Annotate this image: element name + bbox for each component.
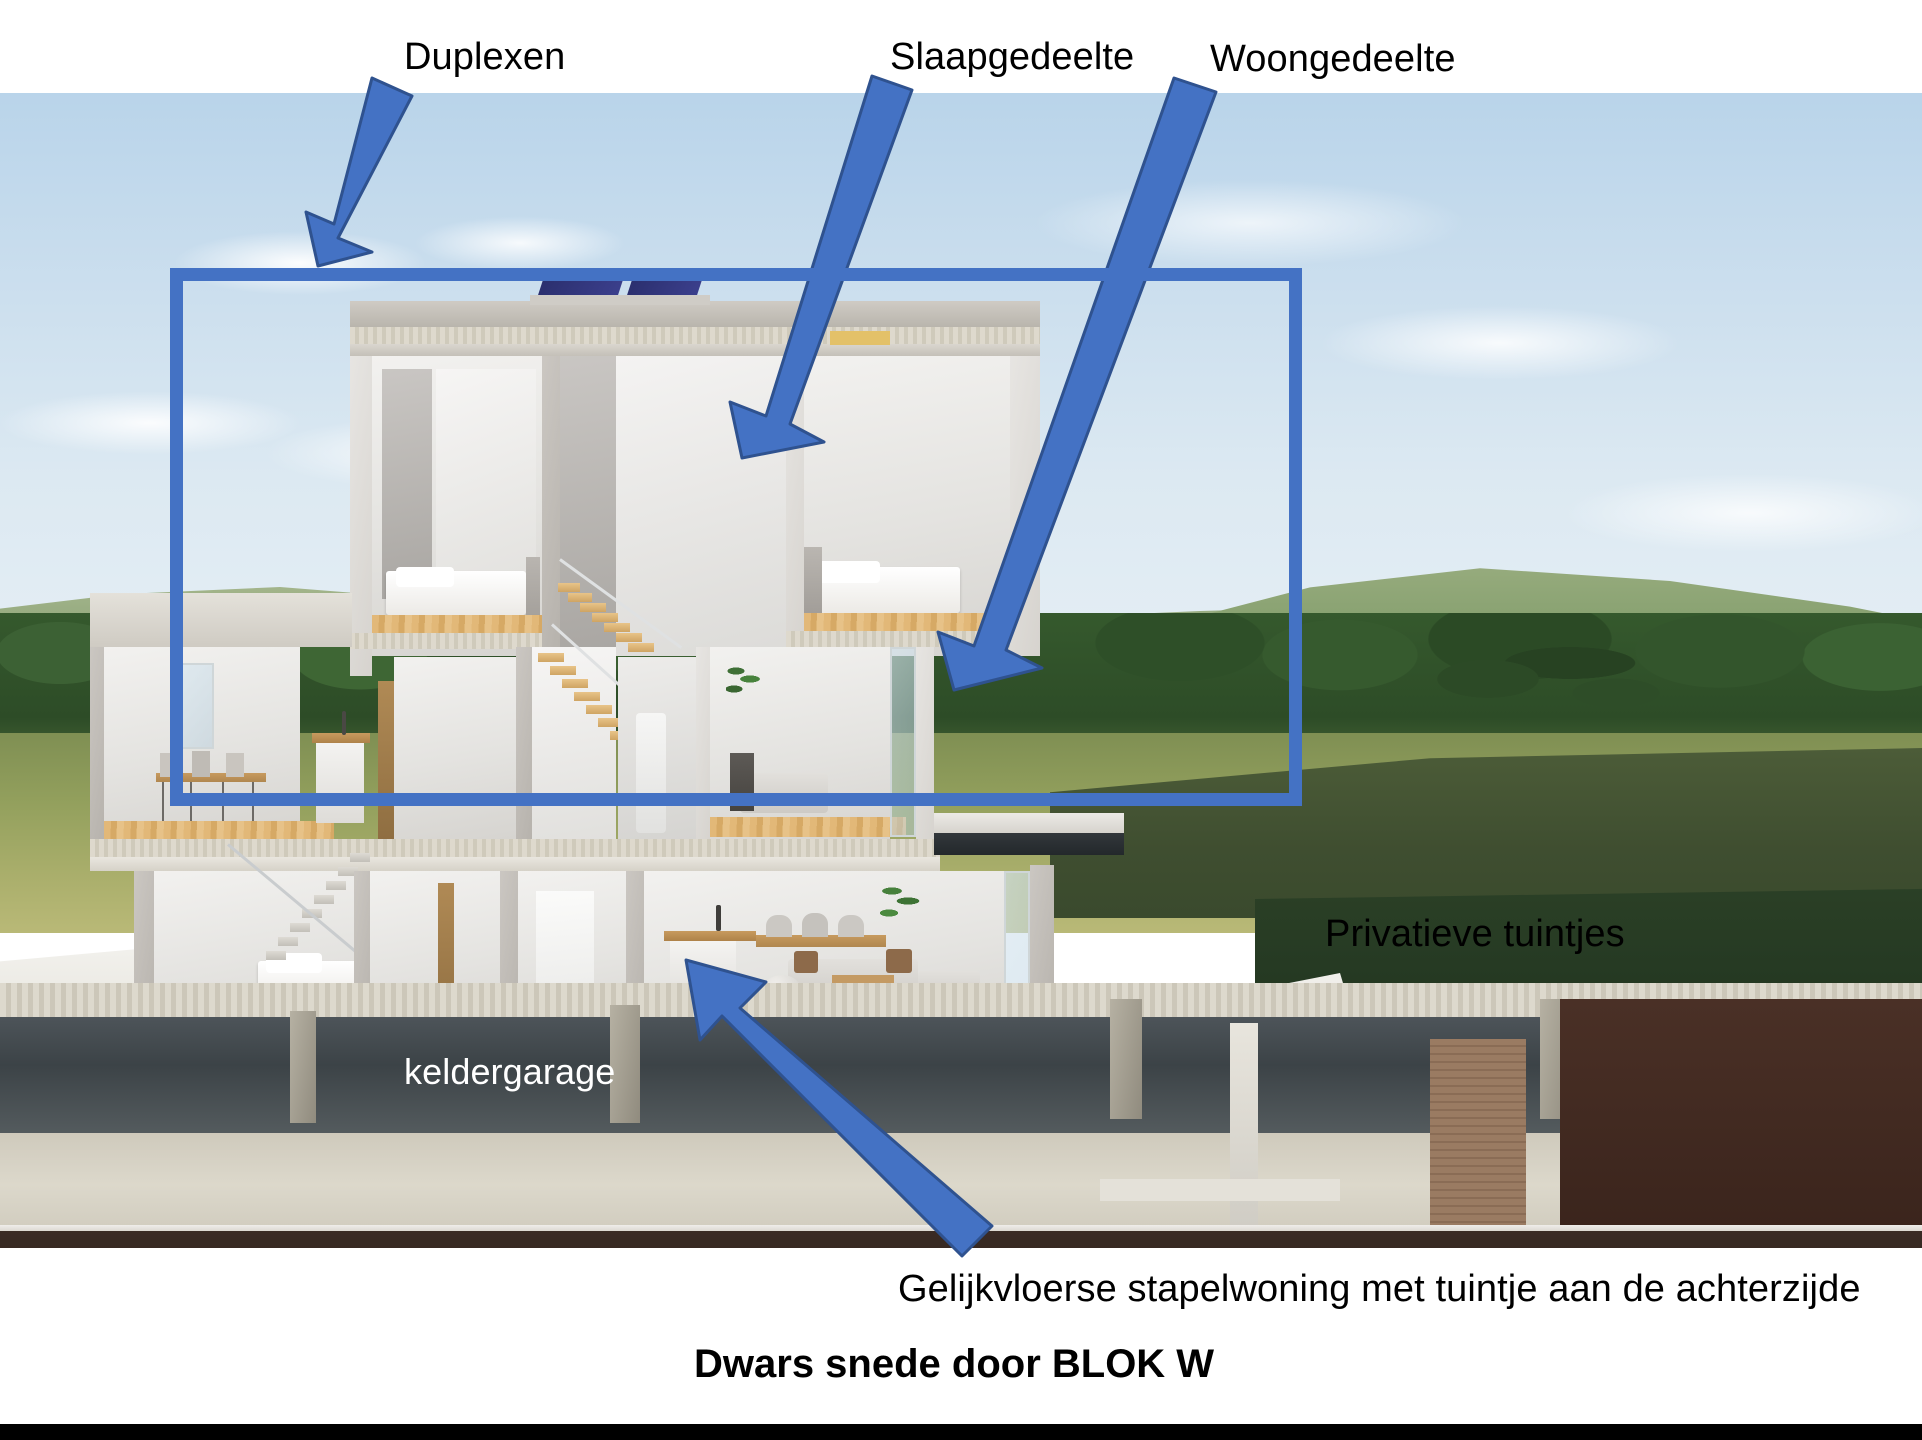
mid-left-canopy [90, 593, 352, 647]
mid-living-partition [696, 647, 710, 847]
chair-leg [190, 782, 192, 822]
large-tree [1430, 633, 1660, 773]
mid-right-wall [916, 647, 934, 847]
floor-upper-left [372, 615, 542, 633]
site-earth-strip [0, 1231, 1922, 1248]
armchair-mid [730, 753, 754, 811]
pillow-upper-left [396, 567, 454, 587]
slab-edge-upper-right [786, 631, 1040, 647]
mid-door-frame[interactable] [378, 681, 394, 839]
basement-column [610, 1005, 640, 1123]
basement-access-slab [1100, 1179, 1340, 1201]
kitchen-faucet [342, 711, 346, 735]
mid-core-wall [516, 647, 532, 847]
mid-right-terrace-roof [934, 813, 1124, 833]
chair-leg [252, 782, 254, 822]
mid-glass-facade[interactable] [890, 647, 916, 837]
boiler-unit [636, 713, 666, 833]
dining-table [156, 773, 266, 782]
basement-column [1110, 999, 1142, 1119]
floor-mid-left [104, 821, 334, 839]
dining-chair-back [226, 753, 244, 777]
roof-parapet [350, 301, 1040, 327]
bottom-black-bar [0, 1424, 1922, 1440]
mid-window[interactable] [180, 663, 214, 749]
upper-right-partition [786, 356, 804, 656]
upper-core-wall [542, 356, 560, 656]
bar-stool-back [838, 915, 864, 937]
label-duplexen: Duplexen [404, 36, 566, 78]
roof-equipment-base [530, 295, 710, 305]
mid-right-terrace-shadow [934, 833, 1124, 855]
floor-mid-living [710, 817, 906, 837]
ground-breakfast-bar [756, 935, 886, 947]
mid-floor-slab-edge [90, 839, 940, 857]
mid-left-end-wall [90, 647, 104, 847]
upper-left-wall-panel [436, 369, 536, 579]
upper-right-end-wall [1010, 356, 1040, 656]
floor-upper-right [804, 613, 1010, 631]
basement-right-earth [1560, 999, 1922, 1239]
basement-wall-pier [1230, 1023, 1258, 1233]
upper-left-wardrobe-recess [382, 369, 432, 599]
roof-accent-panel [830, 331, 890, 345]
label-slaapgedeelte: Slaapgedeelte [890, 36, 1135, 78]
basement-column [290, 1011, 316, 1123]
slide-title: Dwars snede door BLOK W [694, 1342, 1215, 1386]
ground-coffee-table [832, 975, 894, 983]
architectural-render-image [0, 93, 1922, 1248]
slab-edge-upper-left [350, 633, 542, 649]
chair-leg [162, 782, 164, 822]
kitchen-unit [316, 741, 364, 823]
ground-sofa-cushion [794, 951, 818, 973]
stair-upper-flight [558, 583, 678, 663]
upper-left-wall [350, 356, 372, 676]
dining-chair-back [192, 751, 210, 777]
ground-sofa-cushion [886, 949, 912, 973]
indoor-plant [726, 663, 760, 741]
dining-chair-back [160, 753, 178, 777]
chair-leg [222, 782, 224, 822]
bar-stool-back [802, 913, 828, 937]
mid-hall [394, 657, 516, 839]
roof-slab [350, 344, 1040, 356]
label-woongedeelte: Woongedeelte [1210, 38, 1456, 80]
solar-panel-2 [627, 277, 703, 295]
stair-exterior [220, 853, 370, 993]
ground-kitchen-faucet [716, 905, 721, 931]
ground-kitchen-worktop [664, 931, 756, 941]
bed-head-upper-right [804, 547, 822, 615]
kitchen-worktop [312, 733, 370, 743]
bar-stool-back [766, 915, 792, 937]
basement-brick-wall [1430, 1039, 1526, 1229]
pillow-upper-right [818, 561, 880, 583]
roof-slab-edge [350, 327, 1040, 344]
bed-head-upper-left [526, 557, 540, 615]
caption-gelijkvloerse-stapelwoning: Gelijkvloerse stapelwoning met tuintje a… [898, 1268, 1861, 1310]
mid-floor-slab [90, 857, 940, 871]
